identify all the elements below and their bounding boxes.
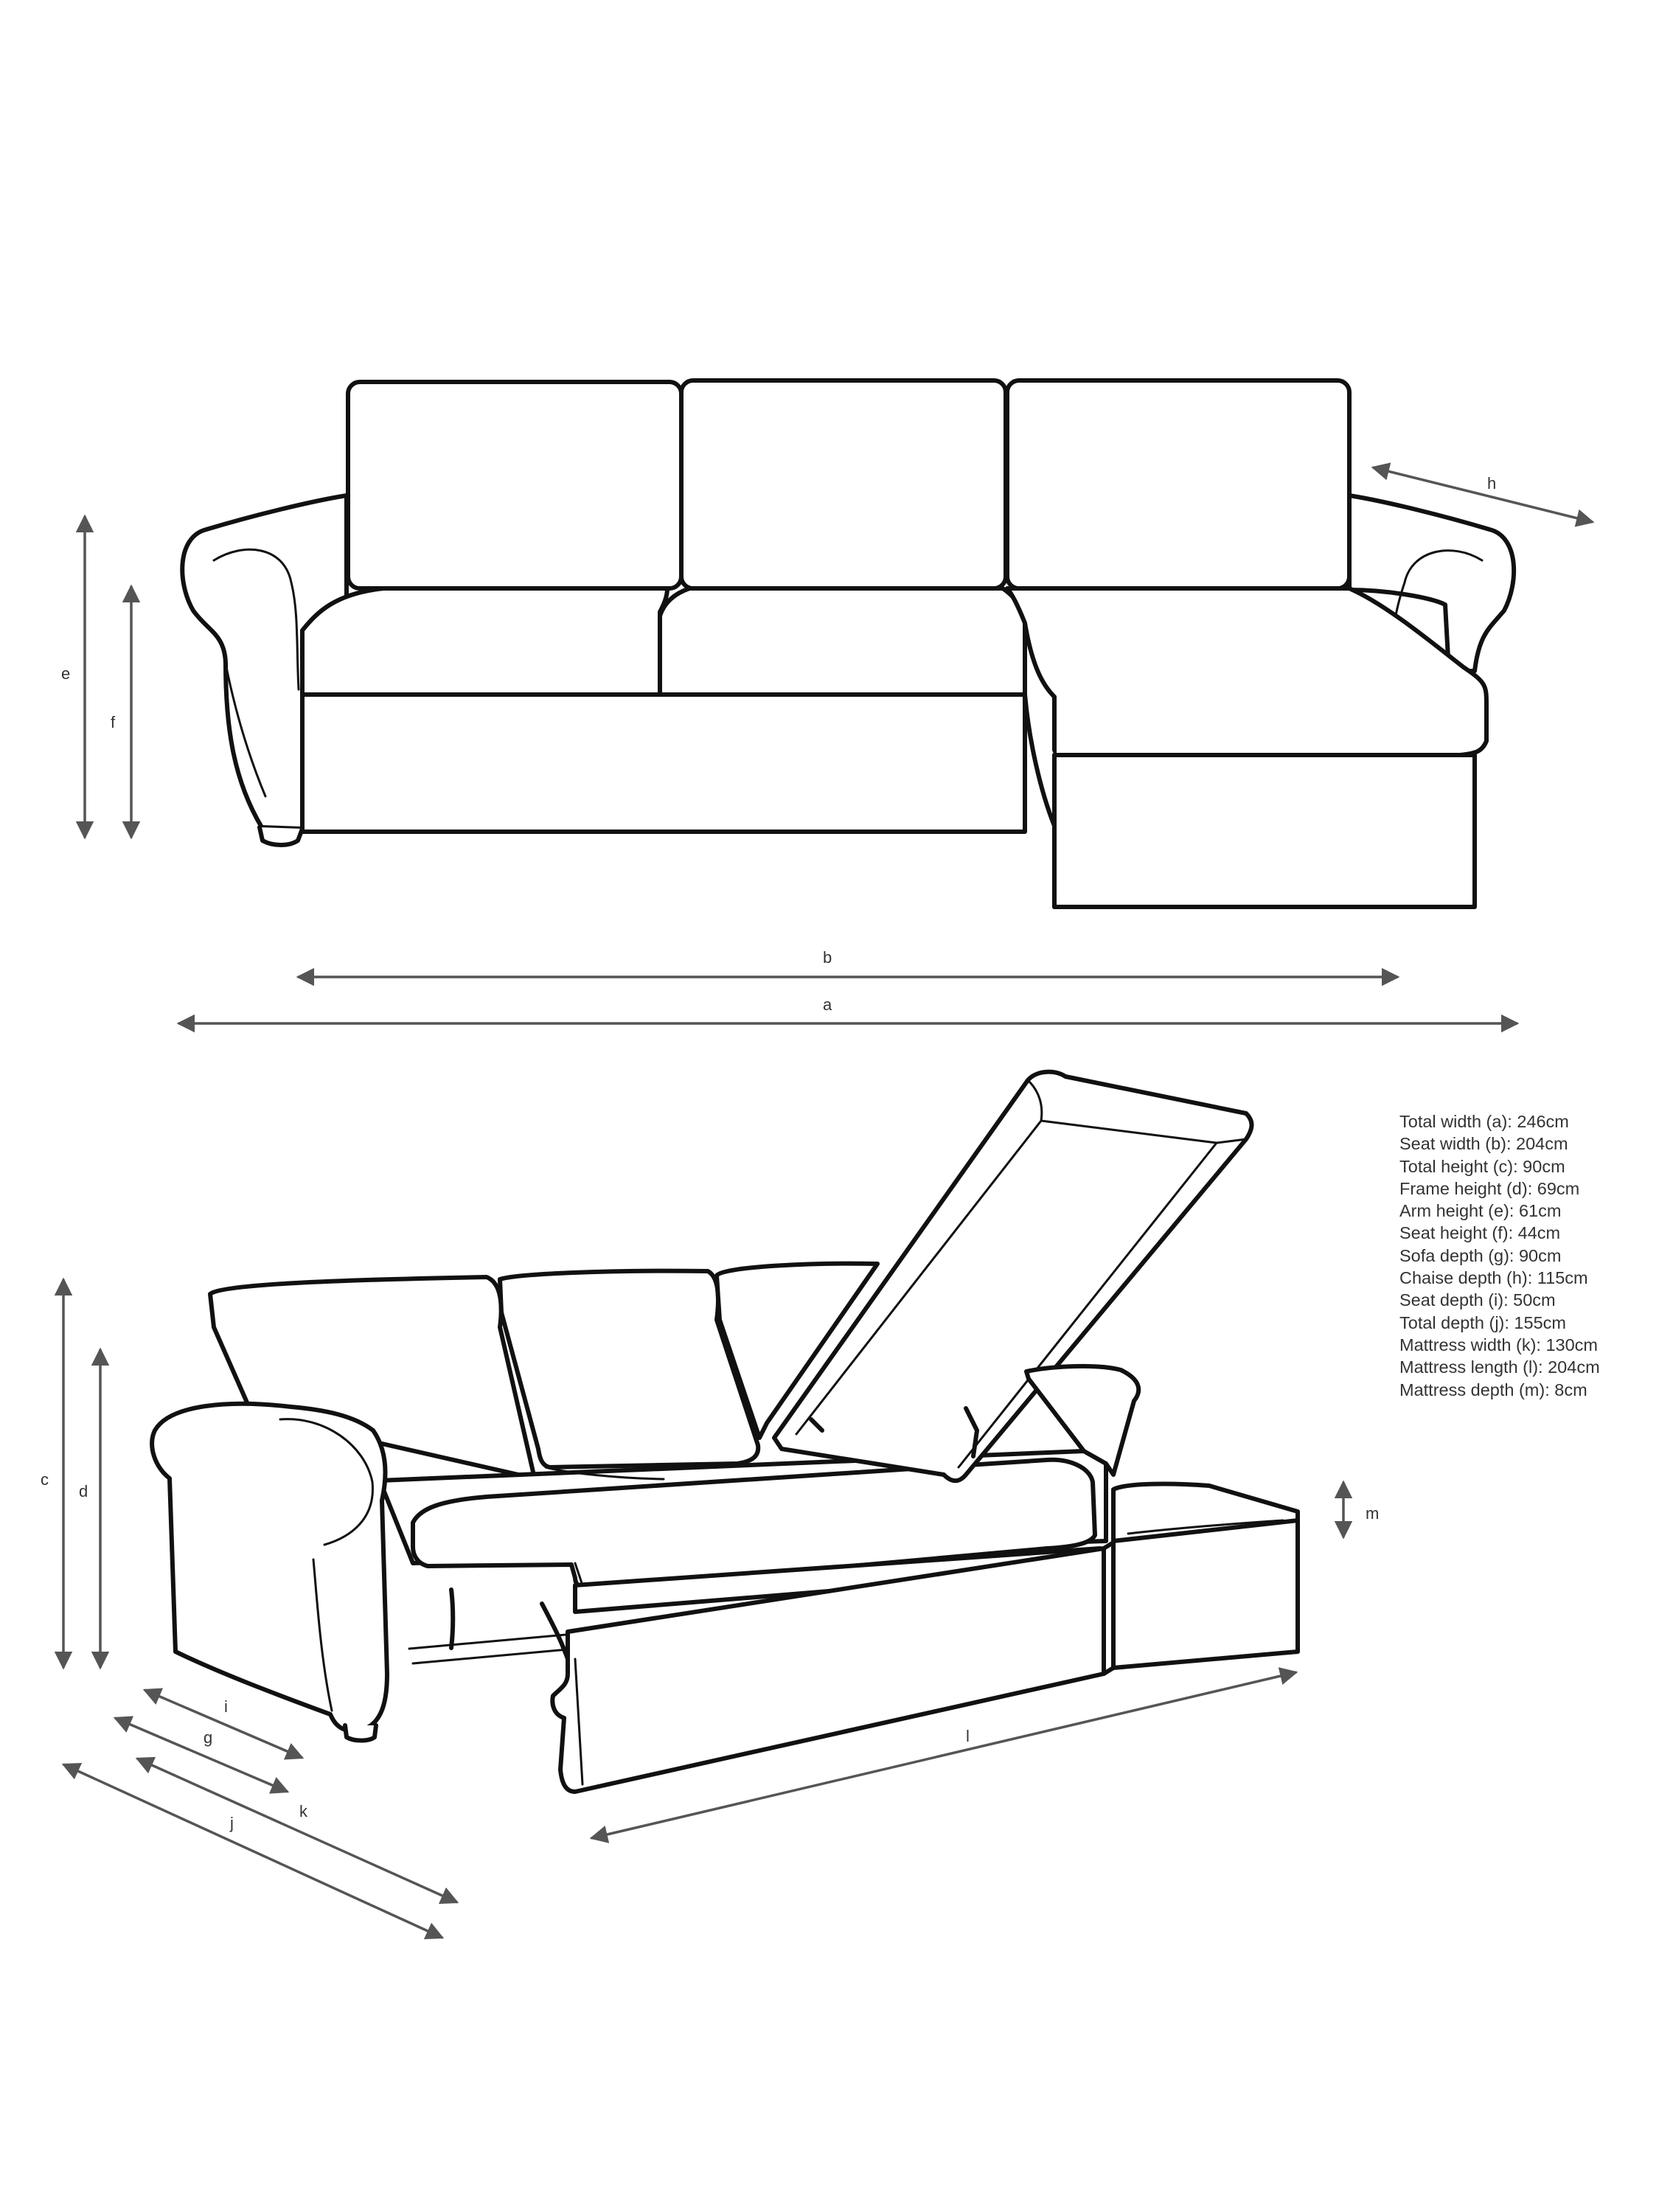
specification-item: Total width (a): 246cm (1399, 1112, 1569, 1131)
specification-item: Mattress length (l): 204cm (1399, 1357, 1600, 1377)
persp-left-arm (150, 1401, 389, 1733)
dim-label-c: c (41, 1470, 49, 1489)
back-cushion-right (1005, 378, 1352, 591)
dim-arrow-k (135, 1756, 459, 1905)
dim-arrow-i (142, 1688, 305, 1760)
sofa-base (300, 692, 1027, 834)
lid-support-right (964, 1406, 979, 1458)
perspective-view-sofa-bed (150, 1069, 1300, 1794)
specification-item: Chaise depth (h): 115cm (1399, 1268, 1588, 1288)
lid-support-left (809, 1417, 824, 1433)
support-leg-front (540, 1601, 570, 1661)
dim-label-l: l (966, 1727, 970, 1745)
persp-left-leg (343, 1723, 378, 1743)
left-leg (257, 825, 305, 847)
persp-back-cushion-right (714, 1261, 880, 1440)
specification-item: Total height (c): 90cm (1399, 1156, 1565, 1176)
persp-right-arm (1024, 1363, 1141, 1477)
dim-label-e: e (61, 664, 70, 683)
dim-label-i: i (224, 1697, 228, 1716)
mattress (411, 1457, 1097, 1593)
dim-label-j: j (229, 1814, 234, 1832)
dim-arrow-g (113, 1716, 290, 1794)
dim-label-h: h (1487, 474, 1496, 493)
perspective-dimensions: c d m i g k j l (41, 1277, 1379, 1939)
dim-label-d: d (79, 1482, 88, 1500)
front-dimensions: e f h b a (61, 462, 1595, 1033)
dim-arrow-h (1371, 462, 1595, 527)
back-cushion-left (346, 380, 684, 591)
dim-label-f: f (111, 713, 116, 731)
front-view-sofa (180, 378, 1517, 909)
support-leg-left (449, 1587, 456, 1650)
specification-item: Total depth (j): 155cm (1399, 1312, 1566, 1332)
specification-item: Mattress depth (m): 8cm (1399, 1380, 1587, 1399)
seat-cushion-left (300, 586, 669, 697)
dim-label-g: g (204, 1728, 212, 1747)
specification-item: Seat depth (i): 50cm (1399, 1290, 1556, 1310)
specification-item: Frame height (d): 69cm (1399, 1178, 1580, 1198)
specification-item: Arm height (e): 61cm (1399, 1201, 1562, 1221)
back-cushion-middle (679, 378, 1008, 591)
seat-cushion-middle (658, 586, 1027, 697)
dim-label-a: a (823, 995, 832, 1014)
specification-item: Seat height (f): 44cm (1399, 1223, 1561, 1243)
specification-item: Sofa depth (g): 90cm (1399, 1245, 1562, 1265)
chaise-lid (772, 1069, 1254, 1484)
dim-arrow-j (61, 1763, 445, 1939)
chaise-storage-front (1111, 1518, 1300, 1670)
chaise-cushion (1005, 586, 1489, 757)
dim-arrow-l (589, 1667, 1298, 1843)
dim-label-k: k (299, 1802, 308, 1820)
specification-item: Mattress width (k): 130cm (1399, 1335, 1599, 1354)
dim-label-b: b (823, 948, 832, 967)
dim-label-m: m (1366, 1504, 1379, 1523)
specification-item: Seat width (b): 204cm (1399, 1134, 1568, 1154)
